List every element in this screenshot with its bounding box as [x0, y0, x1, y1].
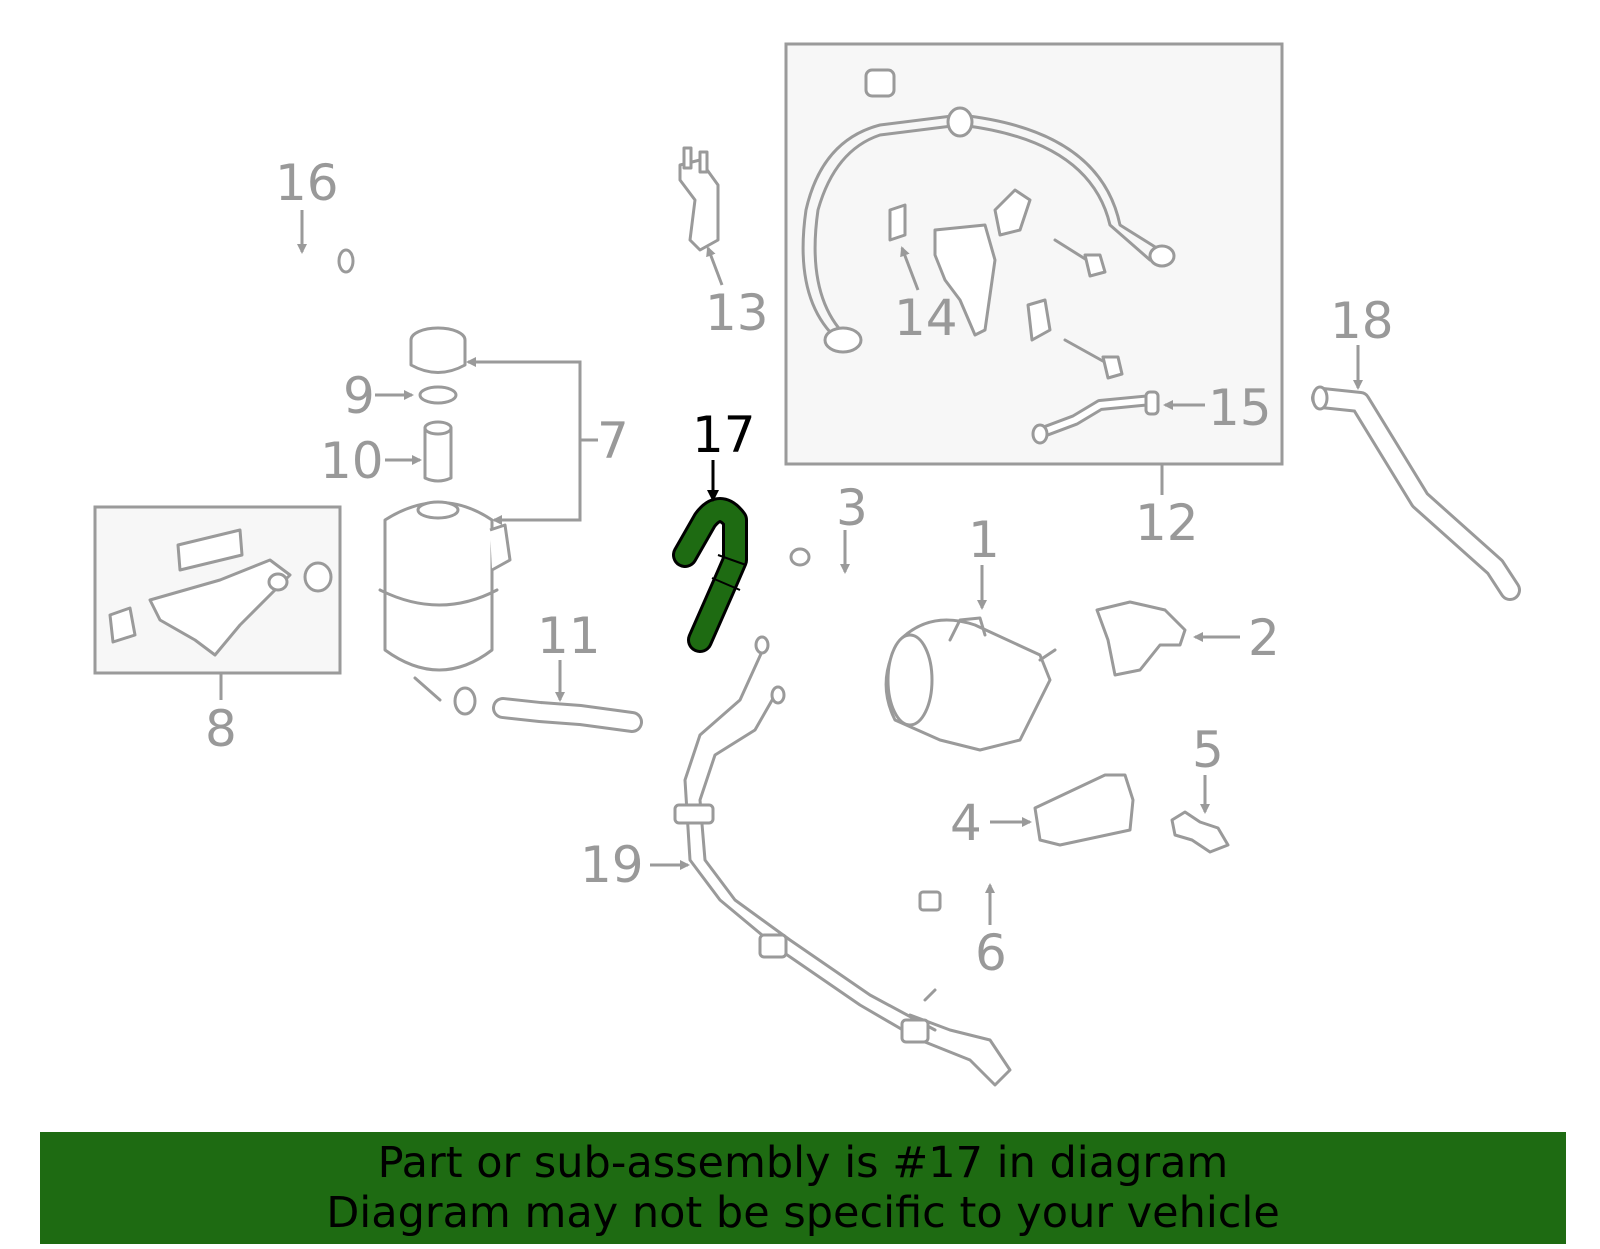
callout-18: 18 — [1330, 292, 1394, 350]
banner-line-1: Part or sub-assembly is #17 in diagram — [377, 1138, 1229, 1188]
banner-line-2: Diagram may not be specific to your vehi… — [326, 1188, 1280, 1238]
kit-12-box — [784, 42, 1284, 466]
arrow-13 — [706, 246, 724, 286]
bracket-4[interactable] — [1033, 773, 1135, 847]
bolt-3[interactable] — [789, 547, 878, 603]
bracket-7 — [470, 360, 582, 522]
callout-2: 2 — [1248, 609, 1280, 667]
line-15[interactable] — [1031, 390, 1160, 445]
bracket-2[interactable] — [1095, 600, 1187, 677]
callout-8: 8 — [205, 700, 237, 758]
callout-12: 12 — [1135, 494, 1199, 552]
line-assembly-19[interactable] — [673, 635, 1012, 1087]
hose-18[interactable] — [1311, 385, 1521, 601]
callout-10: 10 — [320, 432, 384, 490]
arrow-14 — [900, 246, 920, 291]
hose-17-highlighted[interactable] — [672, 497, 748, 653]
callout-17: 17 — [692, 406, 756, 464]
callout-3: 3 — [836, 479, 868, 537]
bracket-kit-8[interactable] — [108, 528, 333, 657]
info-banner: Part or sub-assembly is #17 in diagram D… — [40, 1132, 1566, 1244]
callout-5: 5 — [1192, 721, 1224, 779]
callout-6: 6 — [975, 924, 1007, 982]
pressure-hose-kit-12[interactable] — [801, 68, 1176, 380]
callout-14: 14 — [894, 289, 958, 347]
callout-13: 13 — [705, 284, 769, 342]
callout-1: 1 — [968, 511, 1000, 569]
callout-16: 16 — [275, 154, 339, 212]
callout-7: 7 — [597, 412, 629, 470]
callout-4: 4 — [950, 794, 982, 852]
bracket-13[interactable] — [678, 146, 720, 252]
callout-15: 15 — [1208, 379, 1272, 437]
callout-19: 19 — [580, 836, 644, 894]
reservoir-7[interactable] — [378, 326, 512, 716]
hose-11[interactable] — [492, 697, 643, 733]
pump-1[interactable] — [884, 616, 1057, 752]
callout-11: 11 — [537, 607, 601, 665]
bolt-6[interactable] — [918, 865, 998, 912]
callout-9: 9 — [343, 367, 375, 425]
parts-diagram: 16 9 10 7 8 11 13 14 15 12 18 17 3 1 2 5… — [93, 42, 1521, 1087]
hose-16[interactable] — [235, 248, 355, 430]
sensor-5[interactable] — [1170, 810, 1230, 854]
